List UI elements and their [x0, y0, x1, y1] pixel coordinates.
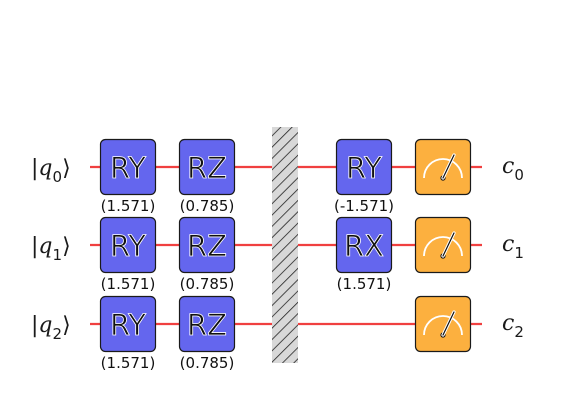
gate-box — [178, 216, 236, 274]
measure-gate-q1 — [414, 216, 472, 274]
gate-param: (0.785) — [180, 275, 235, 293]
qubit-name: q — [38, 313, 52, 338]
qubit-index: 2 — [53, 325, 63, 343]
clbit-name: c — [502, 311, 514, 336]
gate-param: (1.571) — [101, 197, 156, 215]
clbit-index: 1 — [514, 244, 524, 262]
gate-param: (1.571) — [101, 275, 156, 293]
qubit-name: q — [38, 234, 52, 259]
gate-name: RX — [344, 229, 384, 263]
ket-close: ⟩ — [62, 156, 71, 181]
meter-icon — [423, 153, 463, 181]
ket-open: | — [31, 313, 38, 338]
ket-close: ⟩ — [62, 313, 71, 338]
gate-name: RZ — [187, 229, 227, 263]
gate-box — [99, 295, 157, 353]
clbit-label-2: c2 — [502, 311, 524, 341]
meter-icon — [423, 231, 463, 259]
measure-gate-q0 — [414, 138, 472, 196]
gate-param: (-1.571) — [334, 197, 394, 215]
gate-rz-q2: RZ (0.785) — [178, 295, 236, 372]
gate-param: (1.571) — [101, 354, 156, 372]
qubit-name: q — [38, 156, 52, 181]
clbit-index: 2 — [514, 323, 524, 341]
ket-close: ⟩ — [62, 234, 71, 259]
clbit-name: c — [502, 232, 514, 257]
gate-rz-q1: RZ (0.785) — [178, 216, 236, 293]
barrier — [272, 127, 298, 363]
gate-param: (0.785) — [180, 197, 235, 215]
meter-icon — [423, 310, 463, 338]
gate-box — [335, 216, 393, 274]
gate-box — [99, 216, 157, 274]
gate-name: RY — [346, 151, 382, 185]
gate-param: (1.571) — [337, 275, 392, 293]
qubit-index: 1 — [53, 246, 63, 264]
gate-name: RZ — [187, 308, 227, 342]
gate-param: (0.785) — [180, 354, 235, 372]
ket-open: | — [31, 156, 38, 181]
clbit-label-1: c1 — [502, 232, 524, 262]
ket-open: | — [31, 234, 38, 259]
gate-box — [178, 295, 236, 353]
gate-box — [178, 138, 236, 196]
gate-name: RY — [110, 229, 146, 263]
gate-box — [99, 138, 157, 196]
qubit-index: 0 — [53, 168, 63, 186]
gate-rz-q0: RZ (0.785) — [178, 138, 236, 215]
gate-name: RZ — [187, 151, 227, 185]
gate-name: RY — [110, 151, 146, 185]
measure-box — [414, 216, 472, 274]
clbit-index: 0 — [514, 166, 524, 184]
qubit-label-2: |q2⟩ — [31, 313, 71, 343]
gate-ry-q1: RY (1.571) — [99, 216, 157, 293]
gate-ry-q0: RY (1.571) — [99, 138, 157, 215]
gate-ry-q2: RY (1.571) — [99, 295, 157, 372]
qubit-label-0: |q0⟩ — [31, 156, 71, 186]
clbit-name: c — [502, 154, 514, 179]
gate-rx-q1: RX (1.571) — [335, 216, 393, 293]
clbit-label-0: c0 — [502, 154, 524, 184]
qubit-label-1: |q1⟩ — [31, 234, 71, 264]
measure-gate-q2 — [414, 295, 472, 353]
gate-name: RY — [110, 308, 146, 342]
gate-box — [335, 138, 393, 196]
gate-ry-q0: RY (-1.571) — [334, 138, 394, 215]
barrier-layer — [272, 127, 298, 363]
gates-layer: RY (1.571) RY (1.571) RY (1.571) RZ (0.785) RZ (0… — [99, 138, 472, 372]
measure-box — [414, 138, 472, 196]
measure-box — [414, 295, 472, 353]
